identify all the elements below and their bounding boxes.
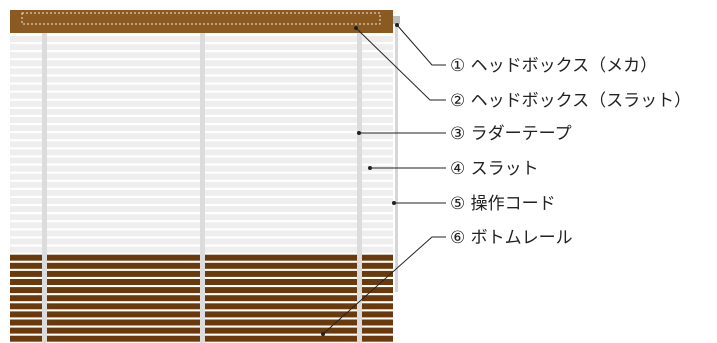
leader-lines	[321, 23, 446, 336]
leader-dot-5	[392, 201, 396, 205]
label-number: ⑤	[450, 194, 465, 214]
label-text: スラット	[471, 159, 539, 179]
label-bottom-rail: ⑥ ボトムレール	[450, 228, 573, 248]
operation-cord	[395, 22, 398, 292]
label-operation-cord: ⑤ 操作コード	[450, 194, 556, 214]
leader-dot-6	[321, 332, 325, 336]
leader-dot-4	[368, 166, 372, 170]
ladder-tape-group	[42, 32, 362, 343]
label-number: ①	[450, 56, 465, 76]
ladder-tape	[200, 32, 205, 343]
head-box	[10, 10, 393, 33]
leader-dot-3	[357, 131, 361, 135]
label-head-box-mechanism: ① ヘッドボックス（メカ）	[450, 56, 657, 76]
label-text: ボトムレール	[471, 228, 573, 248]
leader-dot-2	[354, 26, 358, 30]
leader-line-6	[322, 236, 446, 335]
head-box-mechanism	[21, 12, 381, 25]
label-number: ⑥	[450, 228, 465, 248]
label-text: ラダーテープ	[471, 124, 572, 144]
label-text: ヘッドボックス（スラット）	[471, 91, 692, 111]
label-number: ③	[450, 124, 465, 144]
leader-dot-1	[395, 23, 399, 27]
label-head-box-slat: ② ヘッドボックス（スラット）	[450, 91, 691, 111]
label-text: 操作コード	[471, 194, 556, 214]
label-slat: ④ スラット	[450, 159, 539, 179]
label-group: ① ヘッドボックス（メカ） ② ヘッドボックス（スラット） ③ ラダーテープ ④…	[450, 56, 691, 248]
label-text: ヘッドボックス（メカ）	[471, 56, 658, 76]
label-number: ②	[450, 91, 465, 111]
ladder-tape	[357, 32, 362, 343]
cord-grip	[393, 16, 400, 24]
ladder-tape	[42, 32, 47, 343]
leader-line-2	[355, 27, 446, 101]
label-number: ④	[450, 159, 465, 179]
label-ladder-tape: ③ ラダーテープ	[450, 124, 572, 144]
leader-line-1	[396, 24, 446, 66]
